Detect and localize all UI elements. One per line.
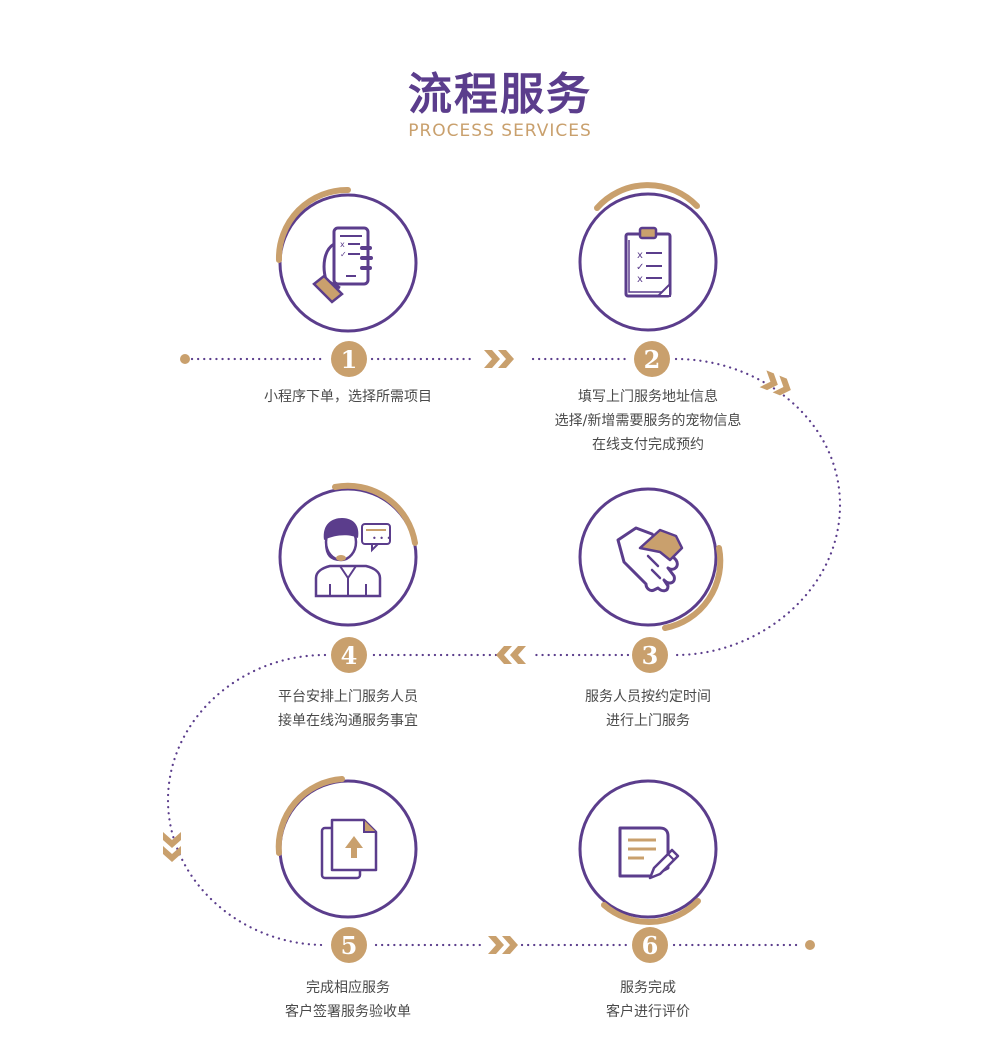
chevron-right-icon [759, 370, 791, 396]
step-circle-5 [275, 776, 418, 919]
step-description-6: 服务完成 客户进行评价 [498, 976, 798, 1024]
document-upload-icon [320, 818, 378, 880]
chevron-down-icon [163, 832, 181, 862]
step-text-line: 客户进行评价 [606, 1004, 690, 1020]
flow-path [166, 357, 842, 947]
end-dot [805, 940, 815, 950]
step-circle-2: x ✓ x [578, 182, 718, 332]
step-badge-1: 1 [331, 341, 367, 377]
handshake-icon [616, 526, 684, 593]
step-text-line: 小程序下单，选择所需项目 [264, 389, 432, 405]
step-description-2: 填写上门服务地址信息 选择/新增需要服务的宠物信息 在线支付完成预约 [498, 385, 798, 457]
step-text-line: 客户签署服务验收单 [285, 1004, 411, 1020]
step-badge-4: 4 [331, 637, 367, 673]
svg-text:✓: ✓ [340, 250, 347, 259]
phone-checklist-icon: x ✓ [312, 226, 373, 304]
svg-text:x: x [340, 240, 345, 249]
step-description-4: 平台安排上门服务人员 接单在线沟通服务事宜 [198, 685, 498, 733]
step-text-line: 选择/新增需要服务的宠物信息 [554, 413, 742, 429]
step-badge-2: 2 [634, 341, 670, 377]
step-text-line: 平台安排上门服务人员 [278, 689, 418, 705]
step-circle-3 [578, 487, 724, 631]
step-description-3: 服务人员按约定时间 进行上门服务 [498, 685, 798, 733]
step-badge-5: 5 [331, 927, 367, 963]
step-number: 1 [341, 345, 358, 374]
step-text-line: 服务完成 [620, 980, 676, 996]
svg-text:x: x [637, 274, 643, 285]
step-badge-6: 6 [632, 927, 668, 963]
clipboard-icon: x ✓ x [624, 226, 672, 298]
step-text-line: 接单在线沟通服务事宜 [278, 713, 418, 729]
start-dot [180, 354, 190, 364]
page-title: 流程服务 [408, 69, 592, 120]
customer-service-icon: • • • [314, 518, 391, 598]
step-text-line: 进行上门服务 [606, 713, 690, 729]
document-edit-icon [618, 826, 680, 880]
step-number: 4 [341, 641, 358, 670]
page-subtitle: PROCESS SERVICES [408, 121, 592, 141]
step-number: 3 [642, 641, 659, 670]
chevron-right-icon [484, 350, 514, 368]
step-number: 5 [341, 931, 358, 960]
svg-text:x: x [637, 250, 643, 261]
step-number: 6 [642, 931, 659, 960]
step-circle-6 [578, 779, 718, 925]
chevron-left-icon [496, 646, 526, 664]
step-circle-1: x ✓ [275, 186, 418, 333]
step-text-line: 填写上门服务地址信息 [578, 389, 718, 405]
step-circle-4: • • • [278, 482, 418, 627]
step-description-1: 小程序下单，选择所需项目 [198, 385, 498, 409]
svg-text:✓: ✓ [636, 262, 644, 273]
step-text-line: 在线支付完成预约 [592, 437, 704, 453]
step-number: 2 [644, 345, 661, 374]
step-text-line: 完成相应服务 [306, 980, 390, 996]
svg-text:• • •: • • • [372, 534, 391, 543]
step-description-5: 完成相应服务 客户签署服务验收单 [198, 976, 498, 1024]
step-badge-3: 3 [632, 637, 668, 673]
chevron-right-icon [488, 936, 518, 954]
step-text-line: 服务人员按约定时间 [585, 689, 711, 705]
